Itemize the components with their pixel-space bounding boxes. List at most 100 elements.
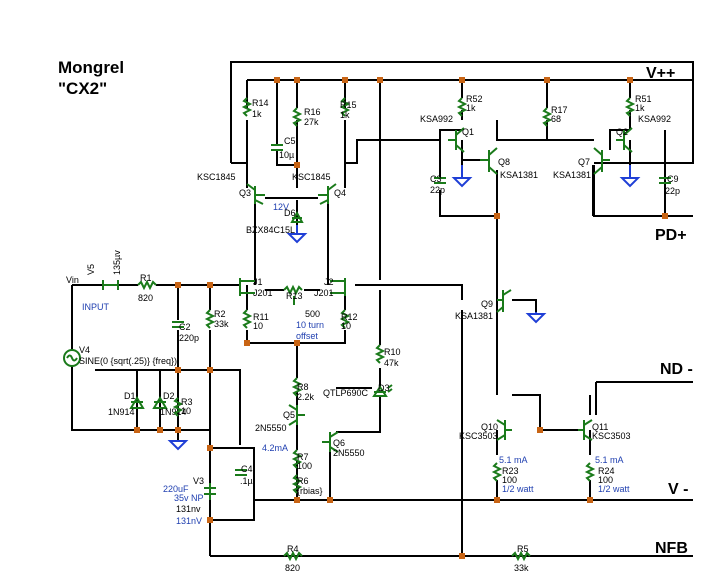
label-R3: R3	[181, 397, 193, 407]
type-Q6: 2N5550	[333, 448, 365, 458]
source-V5	[102, 280, 119, 290]
label-R8: R8	[297, 382, 309, 392]
resistor-R12	[339, 309, 351, 329]
resistor-R10	[374, 344, 386, 364]
value-R7: 100	[297, 461, 312, 471]
transistor-Q9	[496, 289, 512, 313]
resistor-R16	[291, 107, 303, 127]
value-R1: 820	[138, 293, 153, 303]
transistor-Q4	[318, 183, 337, 205]
label-Q11: Q11	[592, 422, 608, 432]
label-Vin: Vin	[66, 275, 79, 285]
resistor-R15	[339, 97, 351, 117]
label-Q1: Q1	[462, 127, 474, 137]
type-D6: BZX84C15L	[246, 225, 295, 235]
jfet-J1	[239, 278, 255, 296]
capacitor-C5	[271, 144, 283, 151]
value-C9: 22p	[665, 186, 680, 196]
transistor-Q3	[246, 183, 265, 205]
label-R5: R5	[517, 544, 529, 554]
value-R12: 10	[341, 321, 351, 331]
type-Q4: KSC1845	[292, 172, 331, 182]
type-D3: QTLP690C	[323, 388, 369, 398]
type-Q10: KSC3503	[459, 431, 498, 441]
type-V4: SINE(0 {sqrt(.25)} {freq})	[79, 356, 177, 366]
ground-icon	[167, 440, 189, 451]
junction-dots	[134, 77, 668, 559]
type-J1: J201	[253, 288, 273, 298]
label-input: INPUT	[82, 302, 110, 312]
label-R52: R52	[466, 94, 483, 104]
value-R5: 33k	[514, 563, 529, 573]
transistor-Q2	[616, 127, 633, 153]
source-V3	[204, 483, 216, 500]
label-Q7: Q7	[578, 157, 590, 167]
value-V3-cap: 220uF	[163, 484, 189, 494]
label-R14: R14	[252, 98, 269, 108]
watt-R24: 1/2 watt	[598, 484, 630, 494]
value-C4: .1µ	[240, 476, 253, 486]
type-D2: 1N914	[160, 407, 187, 417]
label-R1: R1	[140, 273, 152, 283]
resistor-R23	[491, 462, 503, 482]
watt-R23: 1/2 watt	[502, 484, 534, 494]
value-R52: 1k	[466, 103, 476, 113]
ground-icon	[286, 225, 308, 244]
value-C2: 220p	[179, 333, 199, 343]
label-R15: R15	[340, 100, 357, 110]
type-D1: 1N914	[108, 407, 135, 417]
label-J2: J2	[324, 277, 334, 287]
value-R6: {rbias}	[297, 486, 323, 496]
label-R10: R10	[384, 347, 401, 357]
label-Q5: Q5	[283, 410, 295, 420]
label-Q9: Q9	[481, 299, 493, 309]
ground-icon	[619, 165, 641, 188]
label-C9: C9	[667, 174, 679, 184]
transistor-Q7	[593, 147, 610, 175]
type-Q3: KSC1845	[197, 172, 236, 182]
capacitor-C2	[172, 321, 184, 328]
value-R16: 27k	[304, 117, 319, 127]
resistor-R7	[291, 449, 303, 469]
type-Q11: KSC3503	[592, 431, 631, 441]
label-R24: R24	[598, 466, 615, 476]
ground-icon	[451, 165, 473, 188]
label-D6: D6	[284, 208, 296, 218]
label-D3: D3	[378, 383, 390, 393]
rail-label-nfb: NFB	[655, 540, 688, 557]
label-J1: J1	[253, 277, 263, 287]
title-line1: Mongrel	[58, 58, 124, 77]
value-V3-rating: 35v NP	[174, 493, 204, 503]
label-Q6: Q6	[333, 438, 345, 448]
source-V4	[63, 349, 81, 367]
upper-stage-wires	[231, 110, 666, 300]
label-Q10: Q10	[481, 422, 498, 432]
label-R17: R17	[551, 105, 568, 115]
rail-label-vm: V -	[668, 481, 688, 498]
label-V3: V3	[193, 476, 204, 486]
resistor-R1	[137, 279, 157, 291]
type-Q8: KSA1381	[500, 170, 538, 180]
resistor-R3	[172, 397, 184, 417]
potentiometer-R13	[283, 284, 303, 305]
resistor-R6	[291, 474, 303, 494]
label-C5: C5	[284, 136, 296, 146]
resistor-R11	[241, 309, 253, 329]
resistor-R5	[511, 550, 531, 562]
label-Q4: Q4	[334, 188, 346, 198]
value-R10: 47k	[384, 358, 399, 368]
resistor-R4	[283, 550, 303, 562]
led-D3	[372, 384, 393, 397]
label-R2: R2	[214, 309, 226, 319]
capacitor-C4	[235, 469, 247, 476]
label-R12: R12	[341, 312, 358, 322]
label-Q2: Q2	[616, 127, 628, 137]
value-R3: 10	[181, 406, 191, 416]
label-C3: C3	[430, 174, 442, 184]
type-Q9: KSA1381	[455, 311, 493, 321]
value-R11: 10	[253, 321, 263, 331]
label-V4: V4	[79, 345, 90, 355]
label-D2: D2	[163, 391, 175, 401]
resistor-R14	[241, 97, 253, 117]
